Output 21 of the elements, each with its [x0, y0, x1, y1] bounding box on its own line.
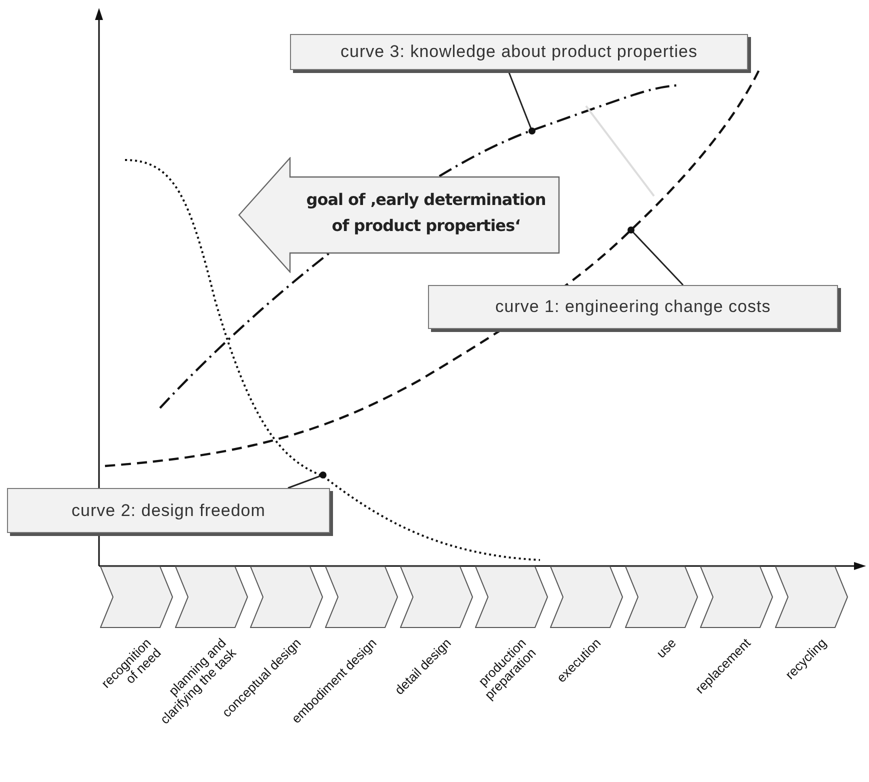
process-stage	[700, 566, 773, 628]
process-stage	[475, 566, 548, 628]
process-stage	[100, 566, 173, 628]
leader-line	[288, 472, 326, 489]
leader-line	[628, 226, 684, 286]
curve-label-box	[7, 488, 330, 533]
curve-label: curve 2: design freedom	[72, 500, 266, 522]
goal-text: goal of ‚early determination of product properties‘	[305, 189, 547, 237]
phase-label: use	[654, 636, 679, 661]
process-stage	[400, 566, 473, 628]
process-stage	[775, 566, 848, 628]
curve-label: curve 3: knowledge about product properties	[340, 41, 698, 64]
process-stage	[550, 566, 623, 628]
goal-arrow	[238, 157, 560, 273]
curve-label-box	[428, 285, 838, 329]
process-stage	[625, 566, 698, 628]
process-stage	[250, 566, 323, 628]
curve-label: curve 1: engineering change costs	[495, 296, 771, 318]
process-stage	[325, 566, 398, 628]
process-stage	[175, 566, 248, 628]
curve-label-box	[290, 34, 748, 70]
